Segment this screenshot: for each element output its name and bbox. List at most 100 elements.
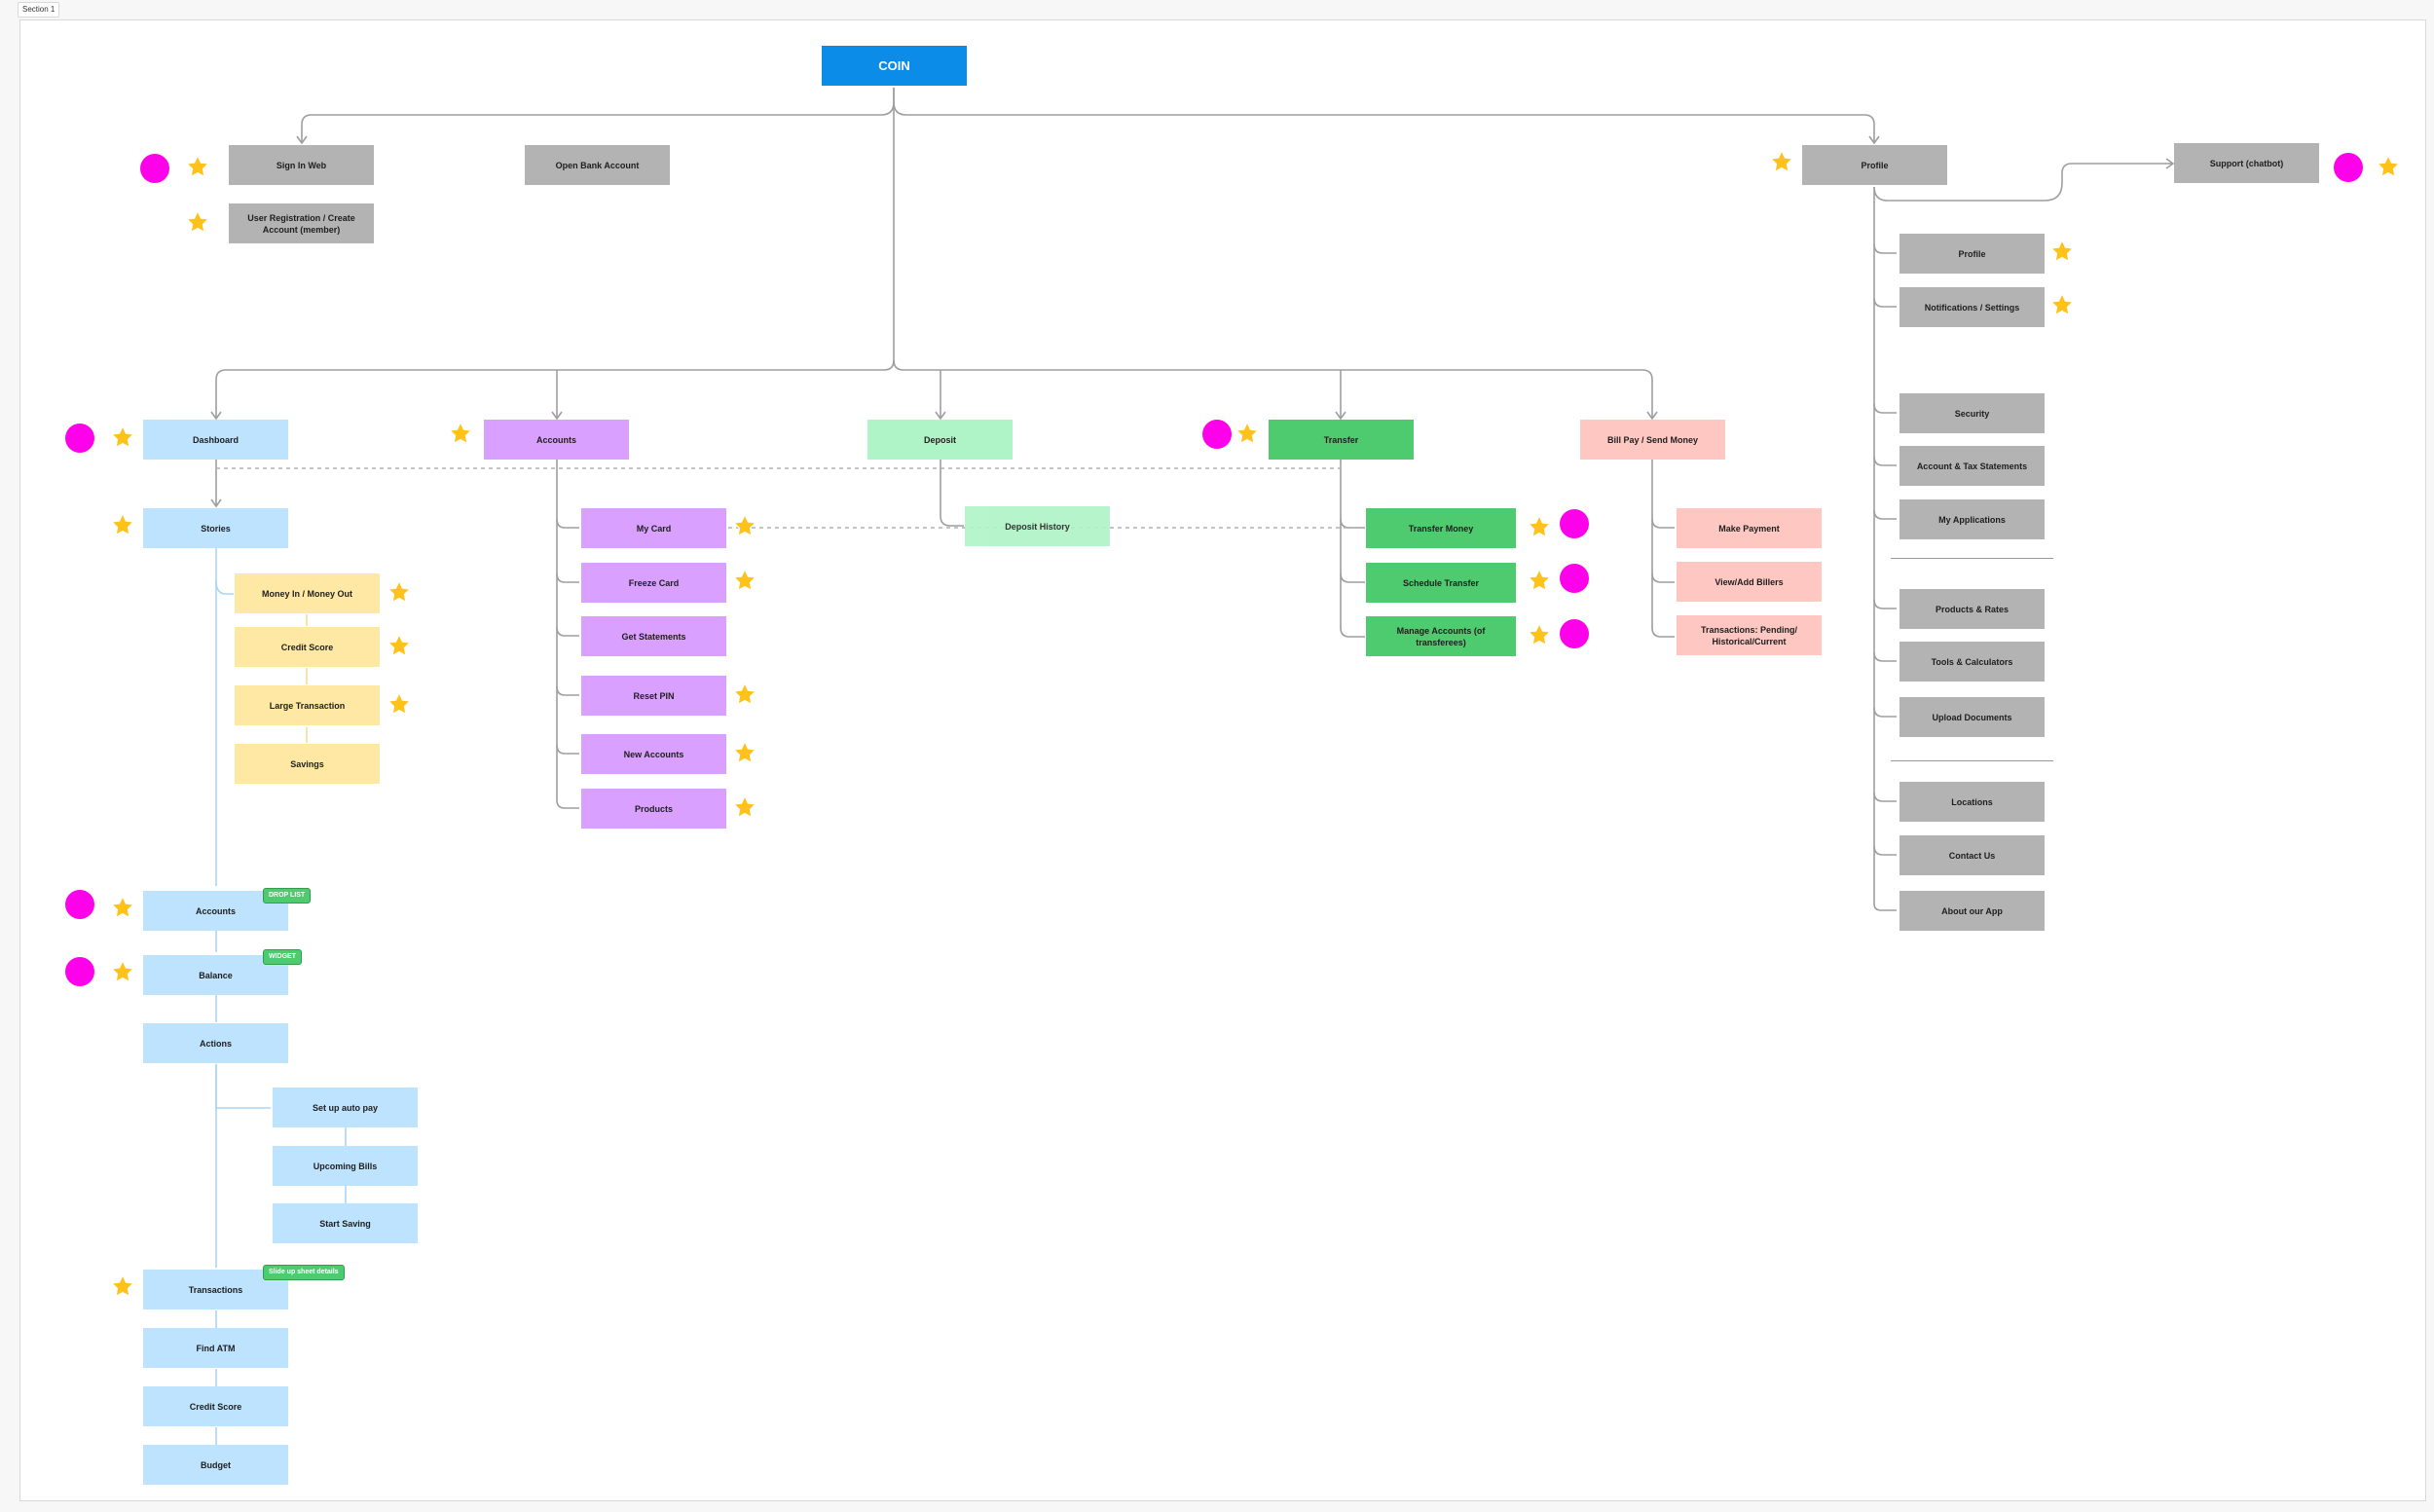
open-bank-label: Open Bank Account — [555, 160, 640, 170]
security-label: Security — [1954, 408, 1990, 419]
star-icon — [185, 154, 210, 178]
products-rates-label: Products & Rates — [1935, 604, 2010, 614]
node-actions[interactable]: Actions — [143, 1023, 288, 1063]
upload-documents-label: Upload Documents — [1932, 712, 2012, 722]
node-products-rates[interactable]: Products & Rates — [1899, 589, 2045, 629]
node-start-saving[interactable]: Start Saving — [273, 1203, 418, 1243]
node-auto-pay[interactable]: Set up auto pay — [273, 1088, 418, 1127]
star-icon — [732, 513, 757, 537]
node-find-atm[interactable]: Find ATM — [143, 1328, 288, 1368]
tag-drop-list[interactable]: DROP LIST — [263, 888, 312, 904]
profile-divider-2 — [1891, 760, 2053, 761]
node-get-statements[interactable]: Get Statements — [581, 616, 726, 656]
node-savings[interactable]: Savings — [235, 744, 380, 784]
node-my-applications[interactable]: My Applications — [1899, 499, 2045, 539]
registration-label: User Registration / Create Account (memb… — [247, 212, 355, 235]
node-my-card[interactable]: My Card — [581, 508, 726, 548]
stories-label: Stories — [201, 523, 231, 534]
contact-us-label: Contact Us — [1948, 850, 1996, 861]
transfer-label: Transfer — [1323, 434, 1359, 445]
node-new-accounts[interactable]: New Accounts — [581, 734, 726, 774]
node-schedule-transfer[interactable]: Schedule Transfer — [1366, 563, 1516, 603]
star-icon — [110, 1273, 135, 1298]
node-dashboard[interactable]: Dashboard — [143, 420, 288, 460]
star-icon — [1527, 568, 1552, 592]
node-security[interactable]: Security — [1899, 393, 2045, 433]
view-add-billers-label: View/Add Billers — [1715, 576, 1784, 587]
star-icon — [185, 209, 210, 234]
star-icon — [2049, 292, 2075, 316]
node-stories[interactable]: Stories — [143, 508, 288, 548]
bill-transactions-label: Transactions: Pending/ Historical/Curren… — [1700, 624, 1798, 646]
tools-calculators-label: Tools & Calculators — [1931, 656, 2013, 667]
node-manage-accounts[interactable]: Manage Accounts (of transferees) — [1366, 616, 1516, 656]
billpay-label: Bill Pay / Send Money — [1606, 434, 1699, 445]
star-icon — [2376, 154, 2401, 178]
node-bill-transactions[interactable]: Transactions: Pending/ Historical/Curren… — [1677, 615, 1822, 655]
node-upload-documents[interactable]: Upload Documents — [1899, 697, 2045, 737]
node-contact-us[interactable]: Contact Us — [1899, 835, 2045, 875]
star-icon — [110, 959, 135, 983]
node-budget[interactable]: Budget — [143, 1445, 288, 1485]
notifications-label: Notifications / Settings — [1924, 302, 2020, 313]
node-tools-calculators[interactable]: Tools & Calculators — [1899, 642, 2045, 682]
profile-label: Profile — [1861, 160, 1889, 170]
magenta-dot-icon — [140, 154, 169, 183]
node-locations[interactable]: Locations — [1899, 782, 2045, 822]
node-upcoming-bills[interactable]: Upcoming Bills — [273, 1146, 418, 1186]
node-bill-pay[interactable]: Bill Pay / Send Money — [1580, 420, 1725, 460]
node-transfer-money[interactable]: Transfer Money — [1366, 508, 1516, 548]
node-view-add-billers[interactable]: View/Add Billers — [1677, 562, 1822, 602]
star-icon — [732, 568, 757, 592]
node-open-bank-account[interactable]: Open Bank Account — [525, 145, 670, 185]
make-payment-label: Make Payment — [1718, 523, 1780, 534]
node-accounts[interactable]: Accounts — [484, 420, 629, 460]
star-icon — [2049, 239, 2075, 263]
section-label[interactable]: Section 1 — [18, 2, 60, 18]
star-icon — [448, 421, 473, 445]
tag-slide-up-sheet[interactable]: Slide up sheet details — [263, 1265, 345, 1280]
node-large-transaction[interactable]: Large Transaction — [235, 685, 380, 725]
savings-label: Savings — [290, 758, 324, 769]
node-profile[interactable]: Profile — [1802, 145, 1947, 185]
node-transfer[interactable]: Transfer — [1269, 420, 1414, 460]
magenta-dot-icon — [1560, 509, 1589, 538]
node-story-credit-score[interactable]: Credit Score — [235, 627, 380, 667]
account-tax-label: Account & Tax Statements — [1916, 461, 2028, 471]
node-make-payment[interactable]: Make Payment — [1677, 508, 1822, 548]
node-sign-in-web[interactable]: Sign In Web — [229, 145, 374, 185]
magenta-dot-icon — [1202, 420, 1232, 449]
node-deposit[interactable]: Deposit — [867, 420, 1013, 460]
node-freeze-card[interactable]: Freeze Card — [581, 563, 726, 603]
balance-label: Balance — [199, 970, 233, 980]
upcoming-bills-label: Upcoming Bills — [313, 1161, 378, 1171]
star-icon — [387, 579, 412, 604]
schedule-transfer-label: Schedule Transfer — [1402, 577, 1480, 588]
star-icon — [110, 424, 135, 449]
star-icon — [732, 740, 757, 764]
credit-score-label: Credit Score — [189, 1401, 242, 1412]
tag-widget[interactable]: WIDGET — [263, 949, 302, 965]
magenta-dot-icon — [1560, 564, 1589, 593]
node-notifications-settings[interactable]: Notifications / Settings — [1899, 287, 2045, 327]
locations-label: Locations — [1951, 796, 1993, 807]
support-label: Support (chatbot) — [2209, 158, 2284, 168]
accounts-label: Accounts — [535, 434, 576, 445]
node-credit-score[interactable]: Credit Score — [143, 1386, 288, 1426]
node-user-registration[interactable]: User Registration / Create Account (memb… — [229, 203, 374, 243]
node-reset-pin[interactable]: Reset PIN — [581, 676, 726, 716]
node-profile-sub[interactable]: Profile — [1899, 234, 2045, 274]
node-account-tax-statements[interactable]: Account & Tax Statements — [1899, 446, 2045, 486]
node-support-chatbot[interactable]: Support (chatbot) — [2174, 143, 2319, 183]
sign-in-label: Sign In Web — [276, 160, 327, 170]
star-icon — [387, 633, 412, 657]
root-node-coin[interactable]: COIN — [822, 46, 967, 86]
node-deposit-history[interactable]: Deposit History — [965, 506, 1110, 546]
node-money-in-out[interactable]: Money In / Money Out — [235, 573, 380, 613]
magenta-dot-icon — [65, 957, 94, 986]
node-products[interactable]: Products — [581, 789, 726, 829]
about-app-label: About our App — [1941, 905, 2003, 916]
reset-pin-label: Reset PIN — [633, 690, 675, 701]
my-applications-label: My Applications — [1938, 514, 2006, 525]
node-about-app[interactable]: About our App — [1899, 891, 2045, 931]
